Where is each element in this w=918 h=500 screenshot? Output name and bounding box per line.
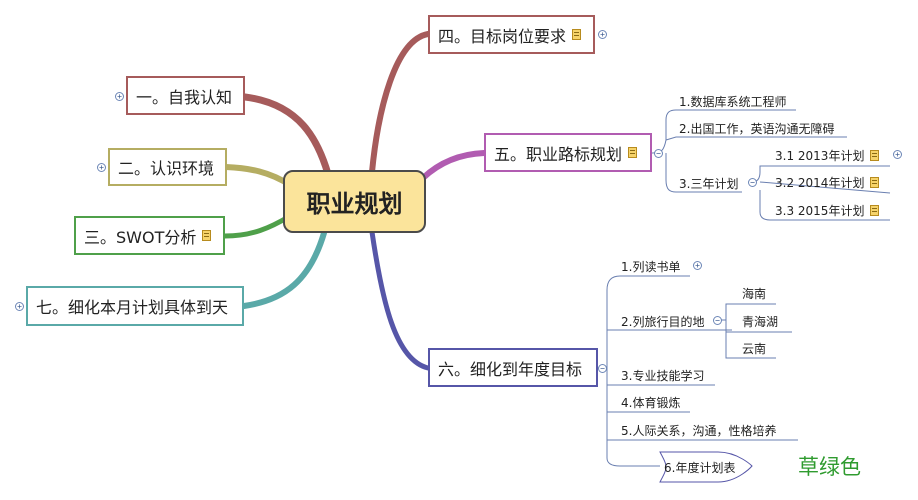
subtopic-annual-plan[interactable]: 6.年度计划表	[664, 461, 736, 475]
topic-swot-analysis-label: 三。SWOT分析	[84, 227, 197, 247]
travel-yunnan[interactable]: 云南	[742, 342, 767, 356]
central-topic[interactable]: 职业规划	[283, 170, 426, 233]
topic-yearly-goals[interactable]: 六。细化到年度目标	[428, 348, 598, 387]
expand-toggle-icon[interactable]: +	[15, 302, 24, 311]
branch-connector-4	[369, 31, 431, 175]
collapse-toggle-icon[interactable]: −	[713, 316, 722, 325]
branch-connector-5	[420, 150, 487, 181]
note-icon[interactable]	[628, 147, 638, 158]
collapse-toggle-icon[interactable]: −	[654, 149, 663, 158]
travel-qinghai-lake[interactable]: 青海湖	[742, 315, 779, 329]
plan-2013-label: 3.1 2013年计划	[775, 149, 865, 163]
topic-career-roadmap-label: 五。职业路标规划	[494, 144, 623, 164]
topic-self-awareness[interactable]: 一。自我认知	[126, 76, 245, 115]
note-icon[interactable]	[572, 29, 582, 40]
subtopic-reading-list[interactable]: 1.列读书单	[621, 260, 681, 274]
central-topic-label: 职业规划	[306, 190, 403, 218]
note-icon[interactable]	[870, 177, 880, 188]
topic-swot-analysis[interactable]: 三。SWOT分析	[74, 216, 225, 255]
note-icon[interactable]	[870, 150, 880, 161]
topic-know-environment[interactable]: 二。认识环境	[108, 148, 227, 186]
branch-connector-6	[369, 229, 431, 371]
expand-toggle-icon[interactable]: +	[893, 150, 902, 159]
color-annotation: 草绿色	[798, 455, 861, 479]
topic-yearly-goals-label: 六。细化到年度目标	[438, 359, 583, 379]
subtopic-db-engineer[interactable]: 1.数据库系统工程师	[679, 95, 787, 109]
branch-connector-3	[222, 213, 293, 239]
topic-target-position-label: 四。目标岗位要求	[438, 26, 567, 46]
collapse-toggle-icon[interactable]: −	[748, 178, 757, 187]
expand-toggle-icon[interactable]: +	[97, 163, 106, 172]
subtopic-work-abroad[interactable]: 2.出国工作，英语沟通无障碍	[679, 122, 835, 136]
subtopic-professional-skills[interactable]: 3.专业技能学习	[621, 369, 705, 383]
collapse-toggle-icon[interactable]: −	[598, 364, 607, 373]
topic-monthly-daily-plan-label: 七。细化本月计划具体到天	[36, 298, 229, 317]
subtopic-three-year-plan[interactable]: 3.三年计划	[679, 177, 739, 191]
expand-toggle-icon[interactable]: +	[598, 30, 607, 39]
subtopic-physical-exercise[interactable]: 4.体育锻炼	[621, 396, 681, 410]
note-icon[interactable]	[870, 205, 880, 216]
expand-toggle-icon[interactable]: +	[693, 261, 702, 270]
topic-monthly-daily-plan[interactable]: 七。细化本月计划具体到天	[26, 286, 244, 326]
topic-target-position-requirements[interactable]: 四。目标岗位要求	[428, 15, 595, 54]
subtopic-interpersonal[interactable]: 5.人际关系，沟通，性格培养	[621, 424, 777, 438]
plan-2015[interactable]: 3.3 2015年计划	[775, 202, 880, 219]
annual-plan-shape	[659, 451, 753, 483]
branch-connector-1	[241, 93, 332, 178]
plan-2015-label: 3.3 2015年计划	[775, 204, 865, 218]
topic-self-awareness-label: 一。自我认知	[136, 87, 233, 107]
subtopic-travel-destinations[interactable]: 2.列旅行目的地	[621, 315, 705, 329]
topic-know-environment-label: 二。认识环境	[118, 159, 215, 178]
plan-2013[interactable]: 3.1 2013年计划	[775, 147, 880, 164]
expand-toggle-icon[interactable]: +	[115, 92, 124, 101]
note-icon[interactable]	[202, 230, 212, 241]
topic-career-roadmap[interactable]: 五。职业路标规划	[484, 133, 652, 172]
branch-connector-2	[223, 164, 293, 188]
plan-2014[interactable]: 3.2 2014年计划	[775, 174, 880, 191]
plan-2014-label: 3.2 2014年计划	[775, 176, 865, 190]
branch-connector-7	[241, 230, 327, 309]
travel-hainan[interactable]: 海南	[742, 287, 767, 301]
